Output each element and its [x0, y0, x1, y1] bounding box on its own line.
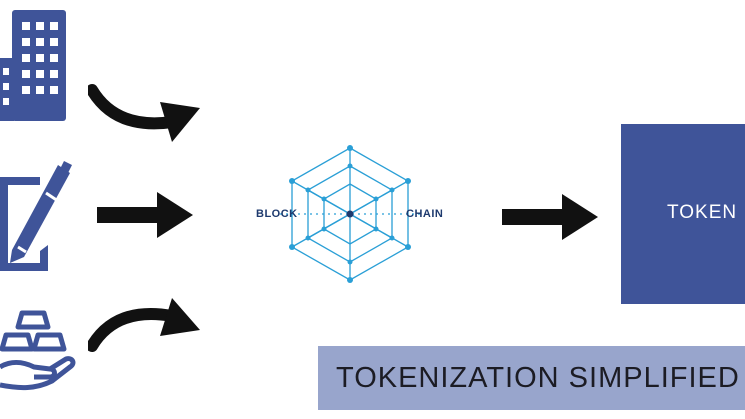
- tokenization-banner: TOKENIZATION SIMPLIFIED: [318, 346, 745, 410]
- curved-arrow-icon: [88, 298, 200, 352]
- blockchain-label-right: CHAIN: [406, 208, 444, 220]
- token-label: TOKEN: [667, 202, 738, 223]
- building-icon: [0, 10, 66, 121]
- curved-arrow-icon: [88, 84, 200, 142]
- blockchain-network-icon: [280, 145, 420, 283]
- blockchain-network: BLOCK CHAIN: [250, 140, 470, 290]
- blockchain-label-left: BLOCK: [256, 208, 298, 220]
- straight-arrow-icon: [97, 192, 193, 238]
- gold-bars-hand-icon: [0, 310, 76, 391]
- token-box: TOKEN: [621, 124, 745, 304]
- document-pen-icon: [0, 161, 72, 271]
- straight-arrow-icon: [502, 194, 598, 240]
- banner-title: TOKENIZATION SIMPLIFIED: [336, 362, 740, 394]
